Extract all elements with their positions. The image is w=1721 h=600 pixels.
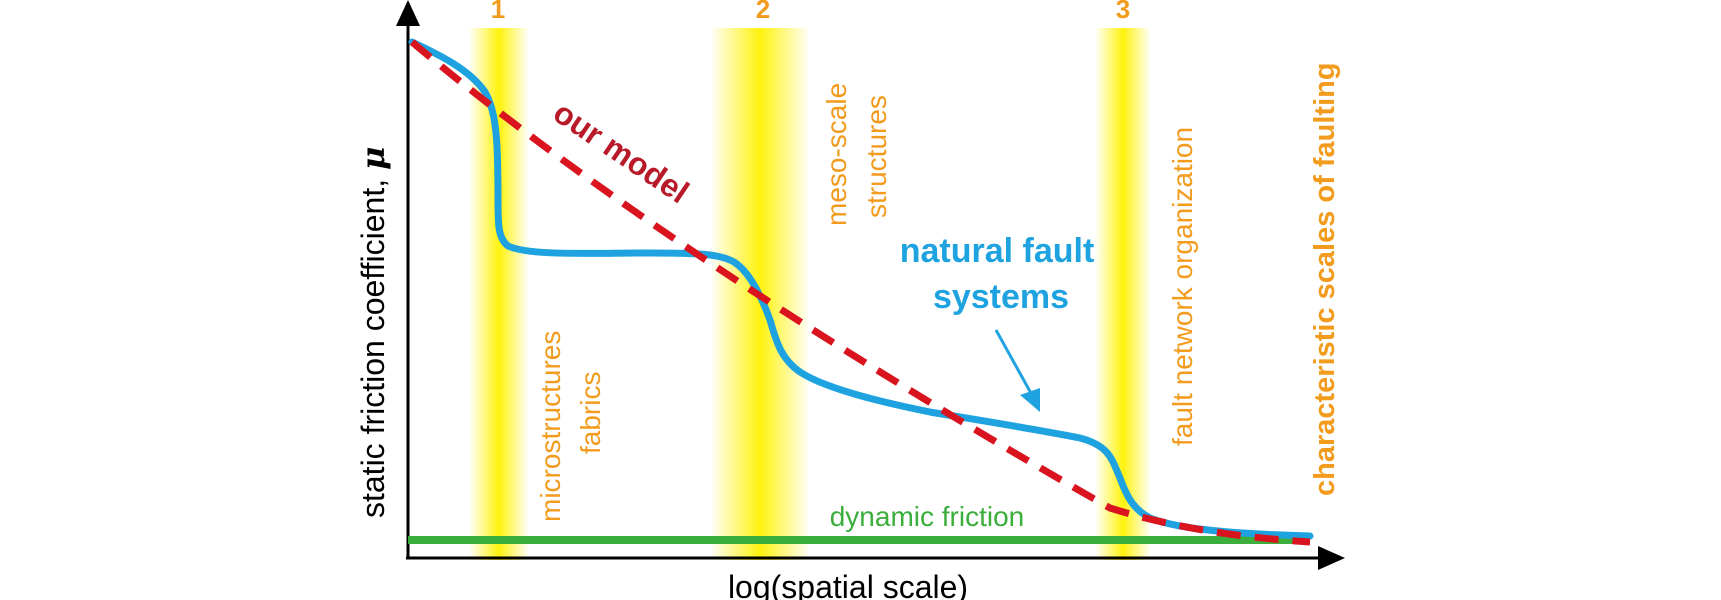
y-axis-label-symbol: μ	[354, 147, 392, 170]
scale-band-1	[469, 28, 529, 560]
scale-1-label-line-1: microstructures	[535, 331, 566, 522]
natural-label-pointer-head	[1020, 388, 1040, 412]
scale-number-1: 1	[491, 0, 505, 24]
scale-band-3	[1095, 28, 1151, 560]
scale-1-labels: microstructures fabrics	[535, 331, 606, 522]
side-title: characteristic scales of faulting	[1309, 62, 1341, 496]
natural-label-pointer	[994, 329, 1034, 396]
y-axis-arrowhead	[396, 0, 420, 26]
dynamic-friction-label: dynamic friction	[830, 501, 1025, 532]
natural-label-line-2: systems	[933, 278, 1069, 316]
scale-1-label-line-2: fabrics	[575, 372, 606, 454]
scale-number-2: 2	[756, 0, 770, 24]
scale-number-3: 3	[1116, 0, 1130, 24]
model-label: our model	[547, 94, 695, 210]
natural-label-line-1: natural fault	[900, 232, 1095, 270]
scale-2-labels: meso-scale structures	[821, 83, 892, 226]
scale-3-label: fault network organization	[1167, 127, 1198, 446]
scale-2-label-line-1: meso-scale	[821, 83, 852, 226]
y-axis-label: static friction coefficient, μ	[354, 147, 392, 518]
x-axis-arrowhead	[1318, 546, 1345, 570]
y-axis-label-text: static friction coefficient,	[355, 170, 391, 518]
x-axis-label: log(spatial scale)	[728, 569, 968, 600]
model-curve	[409, 39, 1311, 546]
natural-fault-curve	[408, 38, 1314, 540]
scale-2-label-line-2: structures	[861, 95, 892, 218]
